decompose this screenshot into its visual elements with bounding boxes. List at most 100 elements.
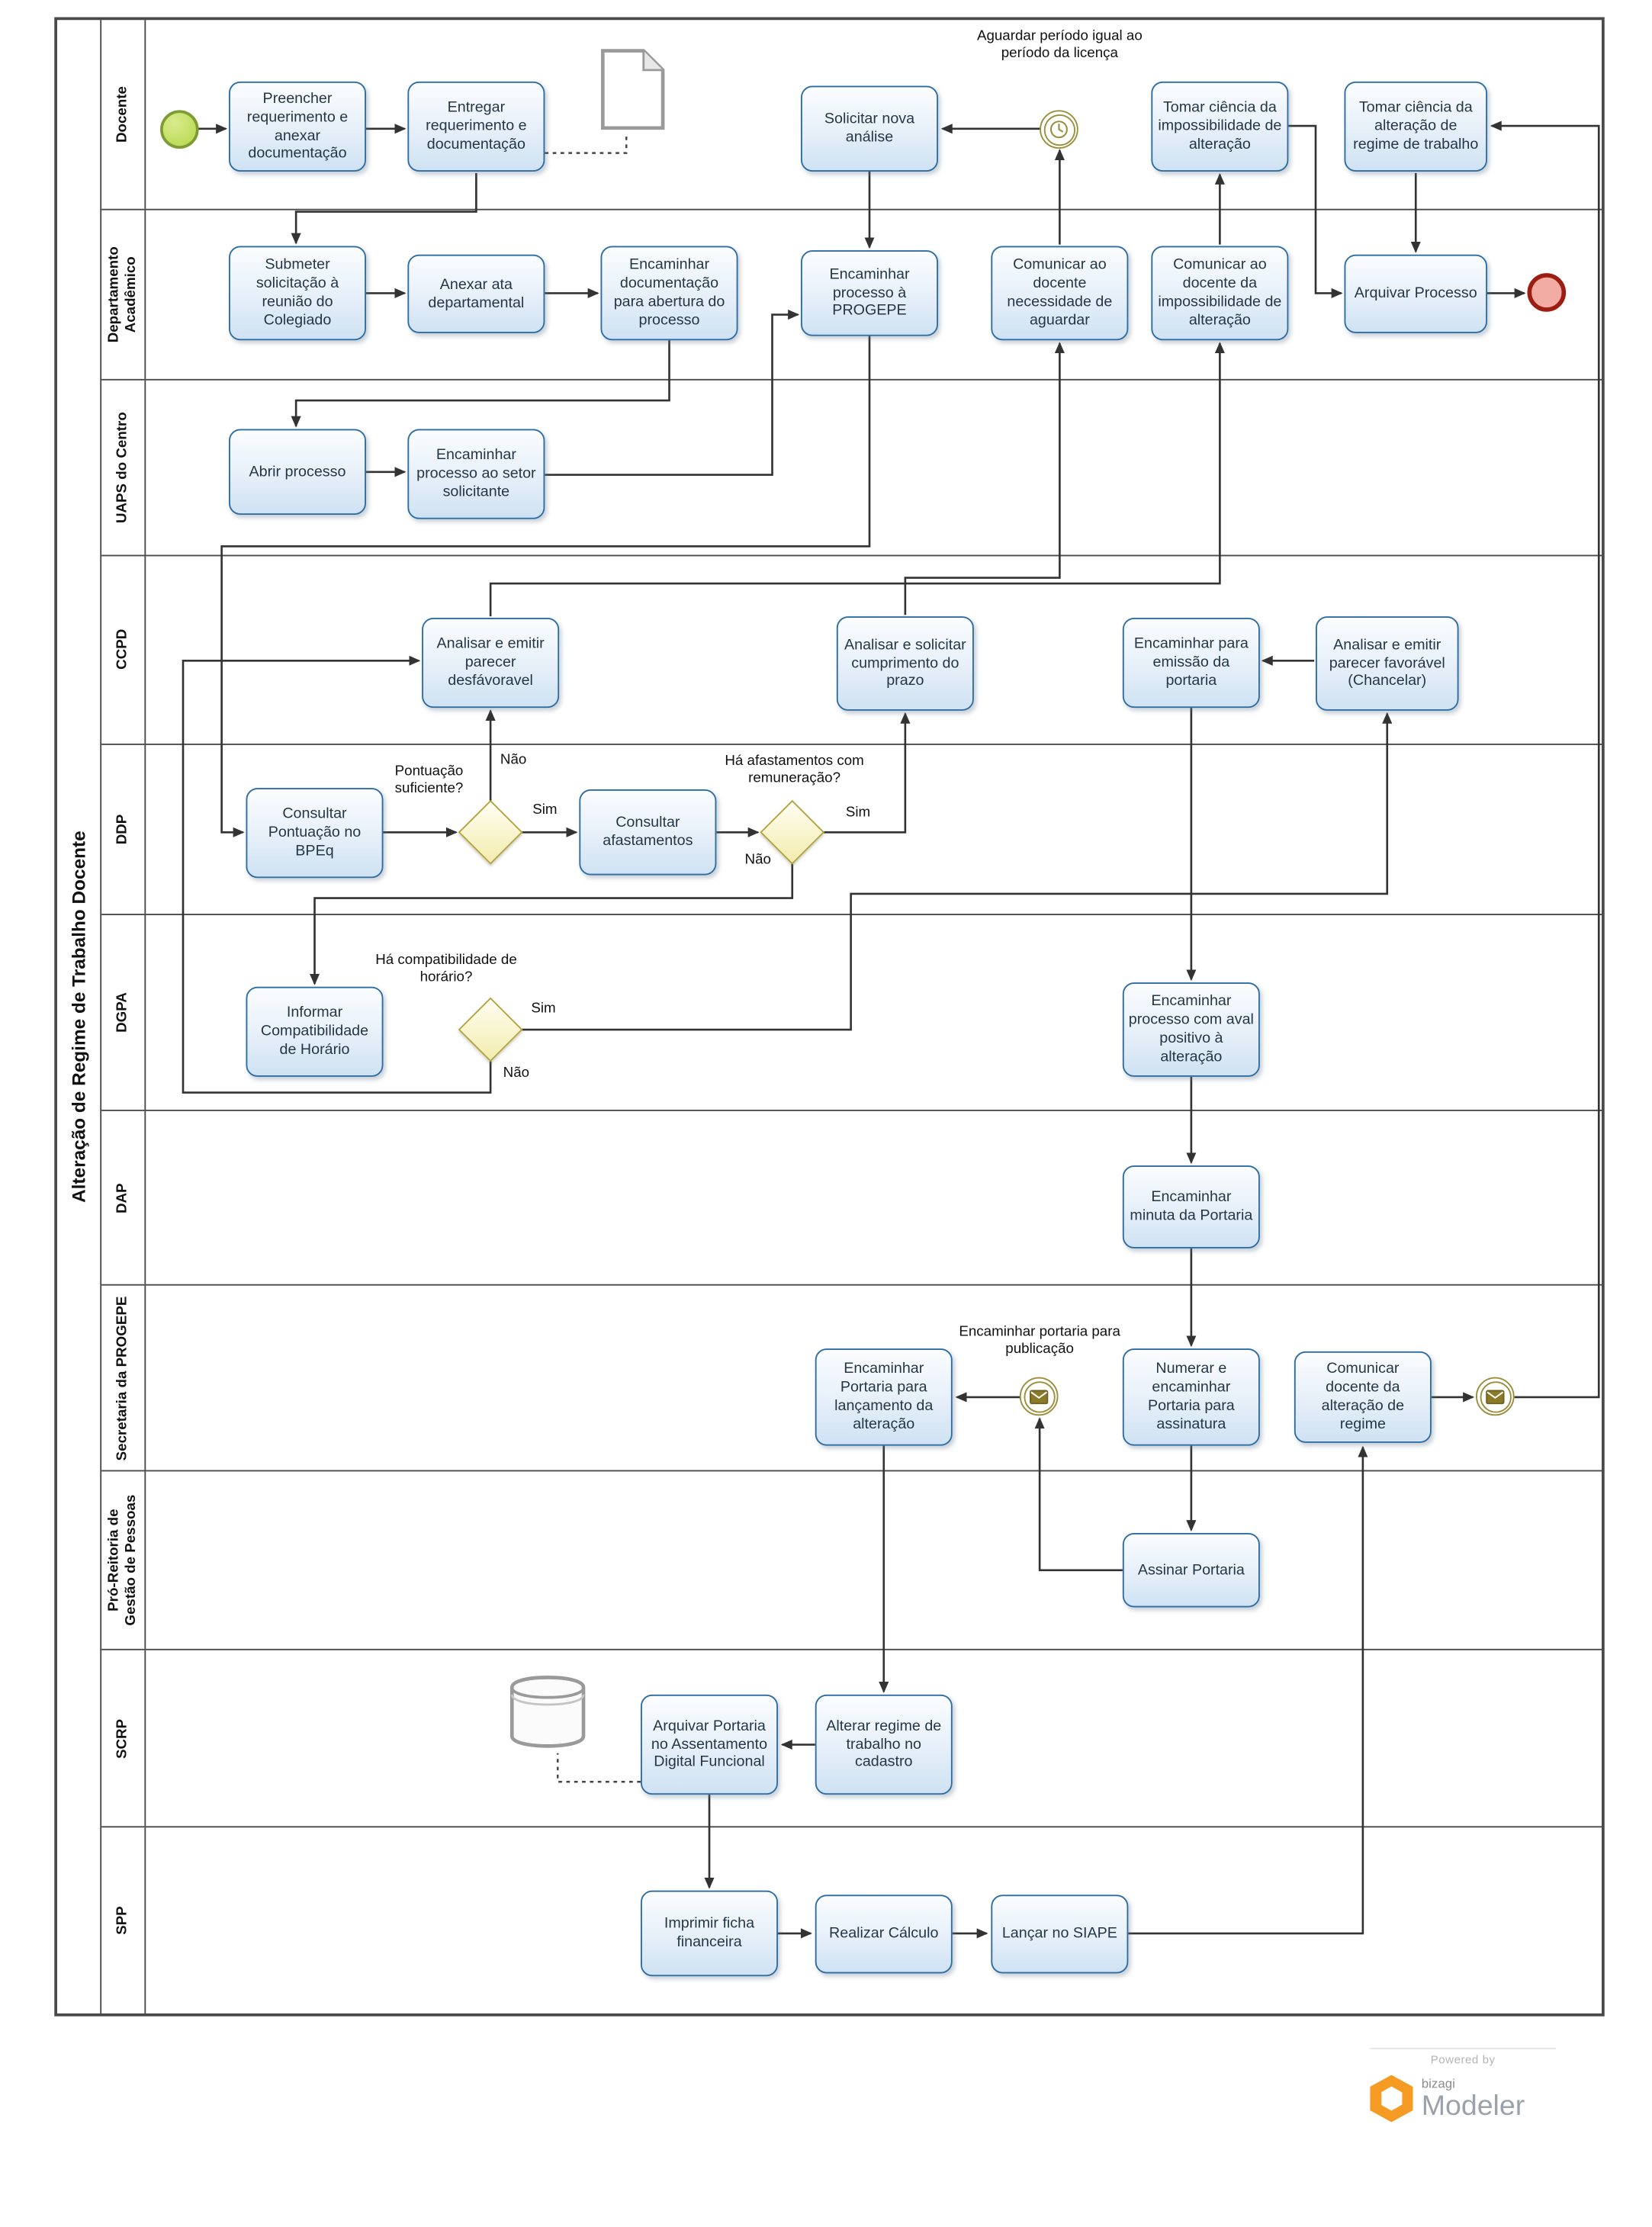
message-event-label: Encaminhar portaria para publicação [959,1324,1120,1358]
lane-label: DDP [114,814,131,845]
bizagi-footer: Powered by bizagi Modeler [1370,2048,1556,2123]
task-label: Encaminhar documentação para abertura do… [613,256,725,329]
task-parecer-favoravel-chancelar[interactable]: Analisar e emitir parecer favorável (Cha… [1316,616,1459,711]
lane-docente: Docente [101,20,1602,210]
task-label: Imprimir ficha financeira [664,1915,755,1951]
task-arquivar-processo[interactable]: Arquivar Processo [1344,254,1487,333]
task-preencher-requerimento[interactable]: Preencher requerimento e anexar document… [229,81,366,172]
lane-label-cell: SCRP [101,1650,146,1827]
task-tomar-ciencia-alteracao[interactable]: Tomar ciência da alteração de regime de … [1344,81,1487,172]
task-encaminhar-portaria-lancamento[interactable]: Encaminhar Portaria para lançamento da a… [815,1348,953,1446]
lane-label: SCRP [114,1718,131,1759]
bizagi-modeler-logo: bizagi Modeler [1370,2074,1556,2123]
task-label: Encaminhar processo à PROGEPE [829,265,910,320]
task-encaminhar-processo-progepe[interactable]: Encaminhar processo à PROGEPE [801,250,938,336]
gateway-yes-label: Sim [531,1001,556,1017]
task-label: Assinar Portaria [1137,1560,1245,1579]
lane-label: DAP [114,1182,131,1213]
powered-by-label: Powered by [1370,2048,1556,2066]
task-label: Arquivar Processo [1354,284,1477,302]
task-solicitar-nova-analise[interactable]: Solicitar nova análise [801,85,938,172]
task-alterar-regime-cadastro[interactable]: Alterar regime de trabalho no cadastro [815,1694,953,1795]
task-consultar-pontuacao-bpeq[interactable]: Consultar Pontuação no BPEq [246,788,384,879]
lane-label: CCPD [114,629,131,670]
end-event[interactable] [1527,273,1567,312]
lane-label-cell: SPP [101,1827,146,2013]
task-numerar-encaminhar-portaria[interactable]: Numerar e encaminhar Portaria para assin… [1122,1348,1260,1446]
task-parecer-desfavoravel[interactable]: Analisar e emitir parecer desfávoravel [422,618,560,709]
task-label: Alterar regime de trabalho no cadastro [826,1717,942,1771]
task-label: Realizar Cálculo [829,1924,939,1943]
gateway-question: Há compatibilidade de horário? [375,952,517,985]
task-consultar-afastamentos[interactable]: Consultar afastamentos [579,789,717,876]
task-label: Comunicar ao docente necessidade de agua… [1007,256,1113,329]
task-encaminhar-minuta-portaria[interactable]: Encaminhar minuta da Portaria [1122,1165,1260,1248]
task-assinar-portaria[interactable]: Assinar Portaria [1122,1533,1260,1608]
task-imprimir-ficha-financeira[interactable]: Imprimir ficha financeira [641,1890,778,1977]
task-comunicar-impossibilidade[interactable]: Comunicar ao docente da impossibilidade … [1151,246,1289,341]
task-anexar-ata[interactable]: Anexar ata departamental [407,254,545,333]
lane-dap: DAP [101,1110,1602,1287]
task-label: Comunicar docente da alteração de regime [1321,1360,1405,1433]
task-comunicar-necessidade-aguardar[interactable]: Comunicar ao docente necessidade de agua… [991,246,1129,341]
task-encaminhar-documentacao[interactable]: Encaminhar documentação para abertura do… [600,246,738,341]
bizagi-logo-icon [1370,2074,1413,2123]
lane-label: Departamento Acadêmico [106,246,139,343]
lane-scrp: SCRP [101,1650,1602,1828]
gateway-no-label: Não [503,1065,530,1081]
task-realizar-calculo[interactable]: Realizar Cálculo [815,1894,953,1974]
task-lancar-siape[interactable]: Lançar no SIAPE [991,1894,1129,1974]
lane-label: DGPA [114,992,131,1033]
lane-pro-reitoria: Pró-Reitoria de Gestão de Pessoas [101,1471,1602,1650]
timer-event[interactable] [1040,110,1078,149]
task-encaminhar-aval-positivo[interactable]: Encaminhar processo com aval positivo à … [1122,982,1260,1077]
gateway-yes-label: Sim [532,802,558,818]
product-name: Modeler [1421,2090,1525,2122]
gateway-no-label: Não [500,752,527,768]
task-informar-compatibilidade[interactable]: Informar Compatibilidade de Horário [246,986,384,1077]
timer-event-label: Aguardar período igual ao período da lic… [976,28,1143,62]
lane-label: UAPS do Centro [114,412,131,524]
task-label: Arquivar Portaria no Assentamento Digita… [651,1717,768,1771]
lane-label-cell: DAP [101,1110,146,1285]
task-tomar-ciencia-impossibilidade[interactable]: Tomar ciência da impossibilidade de alte… [1151,81,1289,172]
lane-label-cell: UAPS do Centro [101,381,146,555]
gateway-yes-label: Sim [845,805,871,821]
task-label: Encaminhar para emissão da portaria [1133,635,1249,689]
task-encaminhar-emissao-portaria[interactable]: Encaminhar para emissão da portaria [1122,618,1260,709]
lane-label-cell: Departamento Acadêmico [101,209,146,380]
start-event[interactable] [160,110,199,149]
task-abrir-processo[interactable]: Abrir processo [229,429,366,515]
task-label: Solicitar nova análise [824,110,915,146]
pool-title: Alteração de Regime de Trabalho Docente [68,831,90,1203]
task-label: Abrir processo [249,462,346,480]
task-entregar-requerimento[interactable]: Entregar requerimento e documentação [407,81,545,172]
lane-label-cell: Docente [101,20,146,209]
lane-label-cell: DGPA [101,915,146,1110]
task-label: Analisar e emitir parecer favorável (Cha… [1329,635,1445,690]
task-label: Numerar e encaminhar Portaria para assin… [1147,1360,1235,1433]
task-label: Encaminhar processo ao setor solicitante [416,446,536,501]
lane-label: Secretaria da PROGEPE [114,1296,131,1461]
message-event-publicacao[interactable] [1019,1377,1059,1416]
lane-label-cell: Pró-Reitoria de Gestão de Pessoas [101,1471,146,1649]
task-arquivar-portaria-assentamento[interactable]: Arquivar Portaria no Assentamento Digita… [641,1694,778,1795]
task-label: Tomar ciência da impossibilidade de alte… [1158,98,1282,153]
message-event-comunicar[interactable] [1476,1377,1515,1416]
document-icon [600,49,665,137]
task-submeter-solicitacao[interactable]: Submeter solicitação à reunião do Colegi… [229,246,366,341]
task-analisar-cumprimento-prazo[interactable]: Analisar e solicitar cumprimento do praz… [836,616,974,711]
lane-dgpa: DGPA [101,915,1602,1111]
envelope-icon [1023,1380,1055,1412]
lane-label-cell: DDP [101,744,146,914]
task-comunicar-docente-alteracao[interactable]: Comunicar docente da alteração de regime [1294,1351,1432,1443]
task-encaminhar-processo-setor[interactable]: Encaminhar processo ao setor solicitante [407,429,545,519]
brand-text: bizagi Modeler [1421,2077,1525,2122]
task-label: Encaminhar Portaria para lançamento da a… [834,1360,934,1433]
task-label: Lançar no SIAPE [1001,1924,1117,1943]
lane-secretaria-progepe: Secretaria da PROGEPE [101,1286,1602,1472]
gateway-no-label: Não [744,852,771,869]
task-label: Comunicar ao docente da impossibilidade … [1158,256,1282,329]
